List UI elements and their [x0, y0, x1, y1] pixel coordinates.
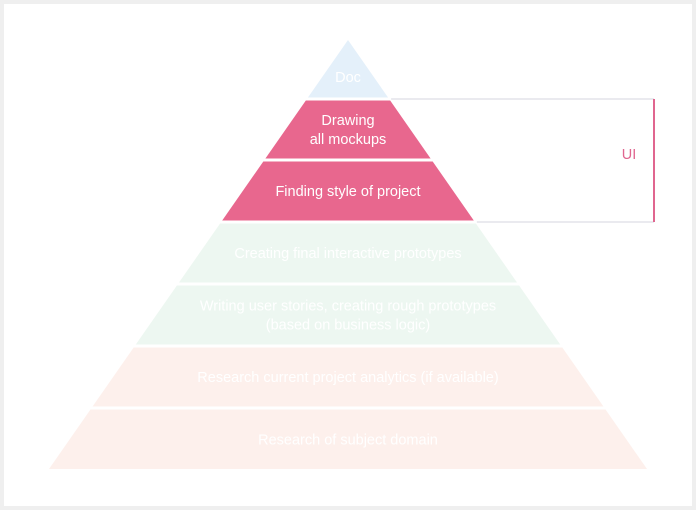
layer-domain: [49, 409, 647, 469]
layer-label-drawing-2: all mockups: [310, 132, 387, 148]
layer-label-style: Finding style of project: [275, 184, 420, 200]
layer-label-stories-1: Writing user stories, creating rough pro…: [200, 299, 496, 315]
layer-doc: [307, 40, 389, 98]
ui-bracket-label: UI: [621, 147, 637, 163]
layer-label-domain: Research of subject domain: [258, 432, 438, 448]
layer-drawing: [265, 100, 431, 159]
layer-stories: [135, 285, 561, 345]
layer-label-doc: Doc: [335, 70, 361, 86]
layer-label-prototypes: Creating final interactive prototypes: [234, 246, 461, 262]
layer-label-analytics: Research current project analytics (if a…: [197, 370, 498, 386]
layer-label-stories-2: (based on business logic): [266, 318, 430, 334]
layer-prototypes: [178, 223, 518, 283]
layer-label-drawing-1: Drawing: [321, 113, 374, 129]
layer-analytics: [92, 347, 604, 407]
layer-style: [222, 161, 474, 221]
